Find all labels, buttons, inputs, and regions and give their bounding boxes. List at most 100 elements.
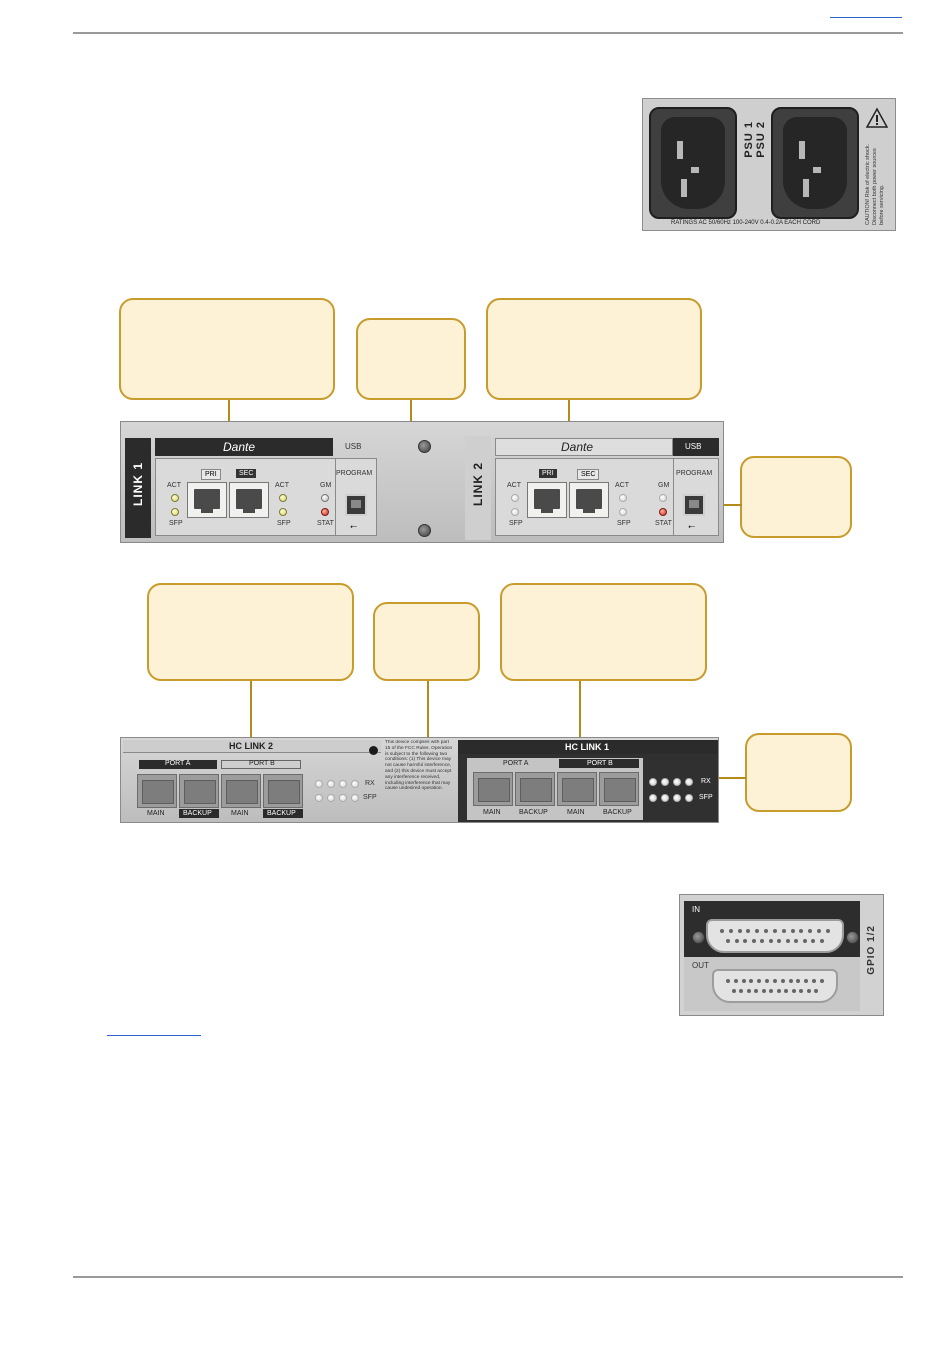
hc2-backup-a-bar [179,809,219,818]
link2-pri-port[interactable] [527,482,567,518]
gpio-in-label: IN [692,905,700,914]
hc2-main-b: MAIN [231,810,249,817]
screw-bottom [418,524,431,537]
link1-dante-logo: Dante [223,440,256,454]
link1-vertical-label: LINK 1 [131,462,145,507]
hc2-port-b-label: PORT B [249,760,275,767]
link2-pri-label: PRI [539,469,557,478]
screw-top [418,440,431,453]
footnote-link[interactable] [107,1035,201,1036]
link1-usb-header: USB [345,442,362,451]
gpio-panel-image: IN OUT GPIO 1/2 [679,894,884,1016]
psu-caution-text: CAUTION! Risk of electric shock. Disconn… [865,144,885,225]
psu-panel-image: PSU 1 PSU 2 CAUTION! Risk of electric sh… [642,98,896,231]
link1-usb-icon: ⭠ [350,521,358,531]
warning-triangle-icon [865,107,889,134]
header-rule [73,32,903,34]
link2-led-stat [659,508,667,516]
hc1-led-sfp3 [673,794,681,802]
link2-program-box [673,458,719,536]
header-link[interactable] [830,17,902,18]
hc2-port-a-main[interactable] [137,774,177,808]
psu2-inlet [771,107,859,219]
hc1-port-a-main[interactable] [473,772,513,806]
hc2-backup-b: BACKUP [267,810,296,817]
link1-led-sfp-l [171,508,179,516]
hc1-port-b-label: PORT B [587,760,613,767]
callout-hc1-ports [500,583,707,681]
link2-side-bar [465,436,491,540]
gpio-in-screw-r [846,931,859,944]
hc1-title-bar [458,740,718,754]
link1-gm-label: GM [320,482,332,489]
hc1-title: HC LINK 1 [565,742,610,752]
link1-act-left: ACT [167,482,181,489]
link2-act-left: ACT [507,482,521,489]
link1-sec-label: SEC [236,469,257,478]
link2-led-act-l [511,494,519,502]
gpio-in-connector[interactable] [706,919,844,953]
hc2-port-b-main[interactable] [221,774,261,808]
link2-vertical-label: LINK 2 [471,462,485,507]
link2-led-sfp-r [619,508,627,516]
callout-link1-ethernet [119,298,335,400]
link2-usb-port[interactable] [683,494,705,516]
gpio-out-connector[interactable] [712,969,838,1003]
link1-sfp-right: SFP [277,520,291,527]
link1-sec-port[interactable] [229,482,269,518]
hc2-led-sfp4 [351,794,359,802]
hc2-rx-label: RX [365,780,375,787]
hc1-led-sfp1 [649,794,657,802]
hc1-sfp-label: SFP [699,794,713,801]
hc2-led-rx2 [327,780,335,788]
link2-sfp-right: SFP [617,520,631,527]
link1-led-act-r [279,494,287,502]
hc2-port-b-backup[interactable] [263,774,303,808]
hc1-led-sfp2 [661,794,669,802]
link2-led-act-r [619,494,627,502]
footer-rule [73,1276,903,1278]
hc1-backup-a: BACKUP [519,809,548,816]
hc1-led-rx1 [649,778,657,786]
hc1-port-a-backup[interactable] [515,772,555,806]
psu2-label: PSU 2 [755,121,767,158]
link2-usb-icon: ⭠ [688,521,696,531]
hc1-port-b-main[interactable] [557,772,597,806]
link1-led-stat [321,508,329,516]
hc1-led-rx3 [673,778,681,786]
hc1-port-a-label: PORT A [503,760,529,767]
link2-sec-label: SEC [577,469,600,480]
leader-hc2 [250,681,252,739]
hc1-port-b-backup[interactable] [599,772,639,806]
leader-fcc [427,681,429,739]
link1-stat-label: STAT [317,520,334,527]
link1-act-right: ACT [275,482,289,489]
link1-program-box [335,458,377,536]
hc2-port-a-backup[interactable] [179,774,219,808]
psu-ratings-text: RATINGS AC 50/60Hz 100-240V 0.4-0.2A EAC… [671,220,821,226]
gpio-out-label: OUT [692,961,709,970]
hc2-title: HC LINK 2 [229,741,274,751]
link2-usb-header: USB [685,442,702,451]
link2-led-gm [659,494,667,502]
hc2-main-a: MAIN [147,810,165,817]
link1-program-label: PROGRAM [336,470,373,477]
gpio-in-screw-l [692,931,705,944]
hc2-sfp-label: SFP [363,794,377,801]
hc2-port-a-bar [139,760,217,769]
link2-dante-logo: Dante [561,440,594,454]
link2-usb-bar [673,438,719,456]
callout-link1-program [356,318,466,400]
fcc-dot [369,746,378,755]
leader-hc1 [579,681,581,739]
link1-usb-port[interactable] [345,494,367,516]
hc1-backup-b: BACKUP [603,809,632,816]
leader-link2-program [712,504,742,506]
hc2-led-sfp3 [339,794,347,802]
link1-pri-label: PRI [201,469,221,480]
link2-sec-port[interactable] [569,482,609,518]
psu1-label: PSU 1 [743,121,755,158]
dante-panel-image: LINK 1 Dante USB ACT SFP PRI SEC ACT SFP… [120,421,724,543]
hc2-port-a-label: PORT A [165,760,191,767]
link1-pri-port[interactable] [187,482,227,518]
